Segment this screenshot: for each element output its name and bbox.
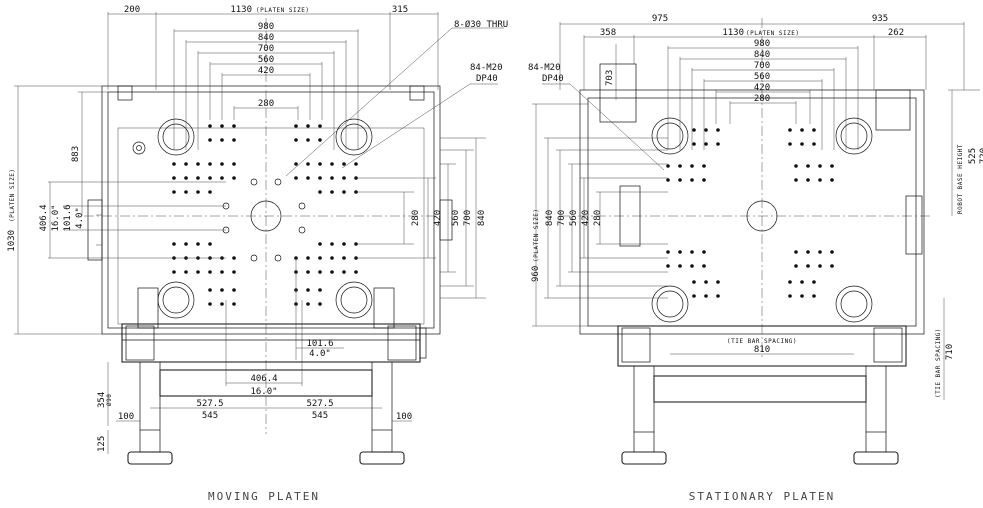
- st-left-dim-280: 280: [593, 210, 603, 226]
- st-grid-dim-980: 980: [754, 39, 770, 49]
- moving-right-dim-700: 700: [463, 210, 473, 226]
- moving-hole-pattern: [172, 124, 358, 306]
- st-tie-bar-bottom-left: [651, 285, 689, 323]
- st-top-left: 975: [652, 14, 668, 24]
- stationary-hole-pattern: [666, 128, 834, 298]
- robot-base-height-label: ROBOT BASE HEIGHT: [957, 144, 964, 214]
- moving-top-dim-left: 200: [124, 5, 140, 15]
- stationary-platen-view: 975 935 358 1130 (PLATEN SIZE) 262 980 8…: [528, 14, 983, 503]
- moving-right-dim-560: 560: [451, 210, 461, 226]
- clamp-hole: [132, 141, 146, 155]
- moving-dim-16in: 16.0": [51, 204, 61, 231]
- tie-bar-bottom-right: [335, 281, 373, 319]
- st-top-b: 262: [888, 28, 904, 38]
- moving-center-dim: 101.6: [306, 339, 333, 349]
- moving-bottom-dim-1: 527.5: [196, 399, 223, 409]
- tie-bar-bottom-left: [157, 281, 195, 319]
- moving-height-dim: 1030: [7, 230, 17, 252]
- moving-grid-dim-280: 280: [258, 99, 274, 109]
- moving-height-note: (PLATEN SIZE): [9, 169, 16, 222]
- moving-grid-dim-700: 700: [258, 44, 274, 54]
- moving-dim-883: 883: [71, 146, 81, 162]
- moving-foot-dim: 125: [97, 436, 107, 452]
- moving-dim-4in: 4.0": [75, 207, 85, 229]
- moving-base-beam: [121, 323, 421, 363]
- moving-grid-dim-420: 420: [258, 66, 274, 76]
- st-left-dim-840: 840: [545, 210, 555, 226]
- moving-platen-title: MOVING PLATEN: [208, 490, 320, 503]
- moving-right-dim-280: 280: [411, 210, 421, 226]
- tie-bar-spacing-value: 810: [754, 345, 770, 355]
- moving-platen-outline: [101, 85, 441, 335]
- st-tie-bar-top-left: [651, 117, 689, 155]
- moving-top-dim-size-note: (PLATEN SIZE): [256, 7, 309, 14]
- moving-thru-callout: 8-Ø30 THRU: [454, 19, 508, 30]
- st-height-dim: 960: [531, 266, 541, 282]
- st-grid-dim-840: 840: [754, 50, 770, 60]
- moving-tap-depth: DP40: [476, 74, 498, 84]
- st-left-dim-560: 560: [569, 210, 579, 226]
- moving-right-bracket: [439, 199, 453, 241]
- moving-bottom-dim-3: 527.5: [306, 399, 333, 409]
- st-side-dim: 703: [605, 70, 615, 86]
- moving-top-dim-size: 1130: [230, 5, 252, 15]
- moving-bottom-dim-4: 545: [312, 411, 328, 421]
- moving-leg-dim: 354: [97, 392, 107, 408]
- stationary-platen-outline: [579, 89, 925, 335]
- st-tap-callout: 84-M20: [528, 63, 561, 73]
- st-grid-dim-280: 280: [754, 94, 770, 104]
- st-tie-bar-bottom-right: [835, 285, 873, 323]
- moving-platen-inner: [107, 91, 435, 329]
- st-grid-dim-420: 420: [754, 83, 770, 93]
- moving-side-dim-right: 100: [396, 412, 412, 422]
- st-top-a: 358: [600, 28, 616, 38]
- st-tap-depth: DP40: [542, 74, 564, 84]
- robot-base-height-value: 525: [968, 148, 978, 164]
- tie-bar-top-right: [335, 118, 373, 156]
- moving-bottom-center: 406.4: [250, 374, 277, 384]
- moving-bottom-dim-2: 545: [202, 411, 218, 421]
- moving-center-dim-in: 4.0": [309, 349, 331, 359]
- moving-top-dim-right: 315: [392, 5, 408, 15]
- tie-bar-spacing-label: (TIE BAR SPACING): [727, 338, 797, 345]
- moving-bottom-center-in: 16.0": [250, 387, 277, 397]
- moving-tap-callout: 84-M20: [470, 63, 503, 73]
- robot-base-block: [875, 89, 911, 131]
- moving-dim-101: 101.6: [63, 204, 73, 231]
- stationary-platen-title: STATIONARY PLATEN: [689, 490, 836, 503]
- robot-base-height-value-2: 720: [979, 148, 983, 164]
- st-top-right: 935: [872, 14, 888, 24]
- tie-bar-top-left: [157, 118, 195, 156]
- moving-grid-dim-840: 840: [258, 33, 274, 43]
- st-top-size: 1130: [722, 28, 744, 38]
- tie-bar-v-value: 710: [945, 344, 955, 360]
- st-height-note: (PLATEN SIZE): [533, 209, 540, 262]
- st-left-dim-700: 700: [557, 210, 567, 226]
- moving-grid-dim-980: 980: [258, 22, 274, 32]
- st-grid-dim-700: 700: [754, 61, 770, 71]
- tie-bar-v-label: (TIE BAR SPACING): [935, 328, 942, 398]
- moving-right-dim-840: 840: [477, 210, 487, 226]
- moving-right-dim-420: 420: [433, 210, 443, 226]
- moving-platen-view: 200 1130 (PLATEN SIZE) 315 980 840 700 5…: [7, 5, 508, 503]
- moving-dim-406: 406.4: [39, 204, 49, 231]
- moving-leg-note: Ø90: [106, 394, 113, 406]
- st-top-size-note: (PLATEN SIZE): [746, 30, 799, 37]
- moving-grid-dim-560: 560: [258, 55, 274, 65]
- st-grid-dim-560: 560: [754, 72, 770, 82]
- st-lower-beam: [653, 375, 867, 403]
- moving-lower-beam: [159, 369, 373, 397]
- moving-side-dim-left: 100: [118, 412, 134, 422]
- st-left-dim-420: 420: [581, 210, 591, 226]
- stationary-top-block: [599, 63, 637, 123]
- st-base-beam: [617, 325, 907, 367]
- st-tie-bar-top-right: [835, 117, 873, 155]
